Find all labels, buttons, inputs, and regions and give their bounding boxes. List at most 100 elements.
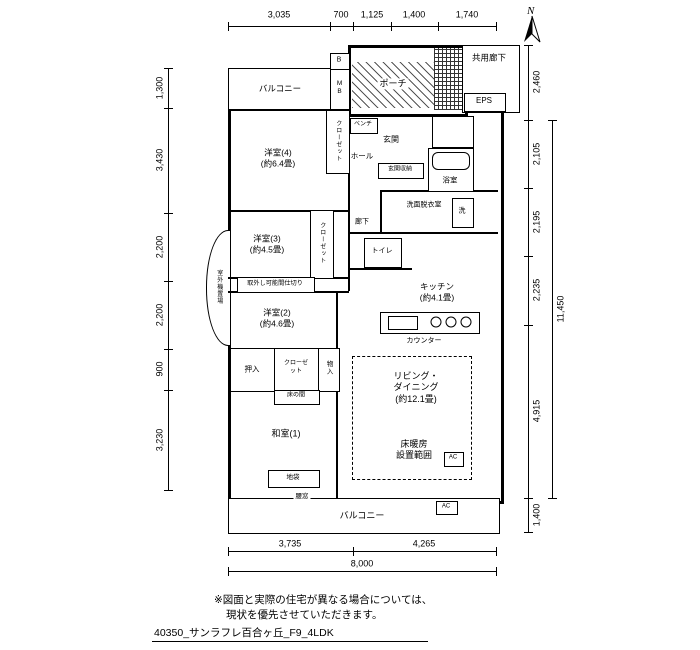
mb-box	[330, 69, 350, 110]
dim-left-3: 2,200	[154, 235, 165, 259]
monoire-box	[318, 348, 340, 392]
ac-box-balcony	[436, 501, 458, 515]
washitsu-label: 和室(1)	[271, 428, 301, 439]
dim-top-1: 3,035	[267, 9, 291, 20]
entrance-storage-label: 玄関収納	[387, 166, 413, 173]
dim-line-bottom-total	[228, 571, 496, 572]
dim-bottom-total: 8,000	[350, 558, 374, 569]
wall	[228, 210, 348, 212]
entrance-mat-hatch	[434, 48, 462, 110]
north-compass-icon: N	[524, 5, 541, 43]
wall	[348, 111, 350, 291]
b-label: B	[336, 56, 342, 64]
dim-right-total: 11,450	[555, 295, 566, 323]
dim-line-left	[168, 68, 169, 490]
closet-room3-label: クローゼット	[318, 222, 325, 264]
dim-tick	[164, 490, 173, 491]
wall	[348, 232, 498, 234]
closet-room4-label: クローゼット	[334, 120, 341, 162]
room3-label: 洋室(3) (約4.5畳)	[249, 233, 285, 254]
floor-heating-area	[352, 356, 472, 480]
drawing-id: 40350_サンラフレ百合ヶ丘_F9_4LDK	[154, 627, 334, 639]
washer-box	[452, 198, 474, 228]
dim-tick	[438, 22, 439, 31]
dim-tick	[496, 22, 497, 31]
dim-line-bottom	[228, 551, 496, 552]
dim-tick	[164, 281, 173, 282]
dim-line-right	[528, 45, 529, 532]
partition-label: 取外し可能間仕切り	[247, 280, 303, 288]
utility-box	[432, 116, 474, 148]
ac-balcony-label: AC	[441, 503, 451, 510]
dim-tick	[548, 120, 557, 121]
dim-tick	[164, 390, 173, 391]
dim-tick	[164, 68, 173, 69]
cooktop-icon	[430, 316, 472, 328]
tokonoma-box	[274, 390, 320, 405]
dim-tick	[228, 22, 229, 31]
dim-tick	[496, 567, 497, 576]
mb-label: MB	[336, 80, 344, 96]
dim-top-4: 1,400	[402, 9, 426, 20]
dim-right-5: 4,915	[531, 399, 542, 423]
north-label: N	[526, 5, 535, 17]
toilet-box	[364, 238, 402, 268]
kitchen-label: キッチン (約4.1畳)	[419, 281, 455, 302]
dim-right-3: 2,195	[531, 210, 542, 234]
washer-label: 洗	[458, 207, 466, 215]
dim-tick	[548, 498, 557, 499]
dim-line-right-total	[552, 120, 553, 498]
dim-tick	[330, 22, 331, 31]
dim-tick	[353, 547, 354, 556]
dim-tick	[353, 22, 354, 31]
common-corridor-label: 共用廊下	[471, 52, 507, 63]
monoire-label: 物入	[325, 360, 333, 376]
room4-label: 洋室(4) (約6.4畳)	[260, 147, 296, 168]
closet-room3-box	[310, 210, 334, 279]
dim-right-4: 2,235	[531, 278, 542, 302]
dim-tick	[524, 256, 533, 257]
dim-tick	[524, 498, 533, 499]
disclaimer-line-2: 現状を優先させていただきます。	[226, 609, 383, 621]
dim-tick	[524, 532, 533, 533]
bench-box	[350, 118, 378, 134]
closet-room4-box	[326, 110, 350, 174]
corridor-label: 廊下	[355, 218, 369, 226]
outdoor-unit-label: 室外機置場	[215, 269, 222, 305]
dim-tick	[524, 45, 533, 46]
dim-tick	[524, 188, 533, 189]
koshimado-label: 腰窓	[293, 492, 311, 502]
bathroom-label: 浴室	[440, 175, 460, 185]
dim-tick	[228, 547, 229, 556]
bathtub-icon	[432, 152, 470, 170]
entrance-label: 玄関	[383, 135, 399, 144]
eps-label: EPS	[475, 96, 493, 105]
dim-left-5: 900	[154, 361, 165, 377]
hall-label: ホール	[350, 151, 374, 161]
oshiire-box	[230, 348, 276, 392]
disclaimer-line-1: ※図面と実際の住宅が異なる場合については、	[214, 594, 433, 606]
kitchen-counter-box	[380, 312, 480, 334]
entrance-storage-box	[378, 163, 424, 179]
dim-right-6: 1,400	[531, 503, 542, 527]
ac-living-label: AC	[448, 454, 458, 461]
footer-rule	[152, 641, 428, 642]
dim-tick	[391, 22, 392, 31]
floor-heating-label: 床暖房 設置範囲	[395, 438, 433, 460]
dim-top-5: 1,740	[455, 9, 479, 20]
dim-tick	[164, 108, 173, 109]
dim-line-top	[228, 26, 496, 27]
dim-left-6: 3,230	[154, 428, 165, 452]
counter-label: カウンター	[406, 337, 442, 345]
oshiire-label: 押入	[244, 364, 260, 374]
wall	[348, 268, 412, 270]
partition-label-box	[237, 277, 315, 293]
living-label: リビング・ ダイニング (約12.1畳)	[393, 371, 439, 404]
tokonoma-label: 床の間	[286, 392, 306, 399]
common-corridor-zone	[462, 45, 520, 113]
dim-top-2: 700	[333, 9, 349, 20]
dim-tick	[524, 120, 533, 121]
room2-label: 洋室(2) (約4.6畳)	[259, 307, 295, 328]
jibukuro-box	[268, 470, 320, 488]
ac-box-living	[444, 452, 464, 467]
